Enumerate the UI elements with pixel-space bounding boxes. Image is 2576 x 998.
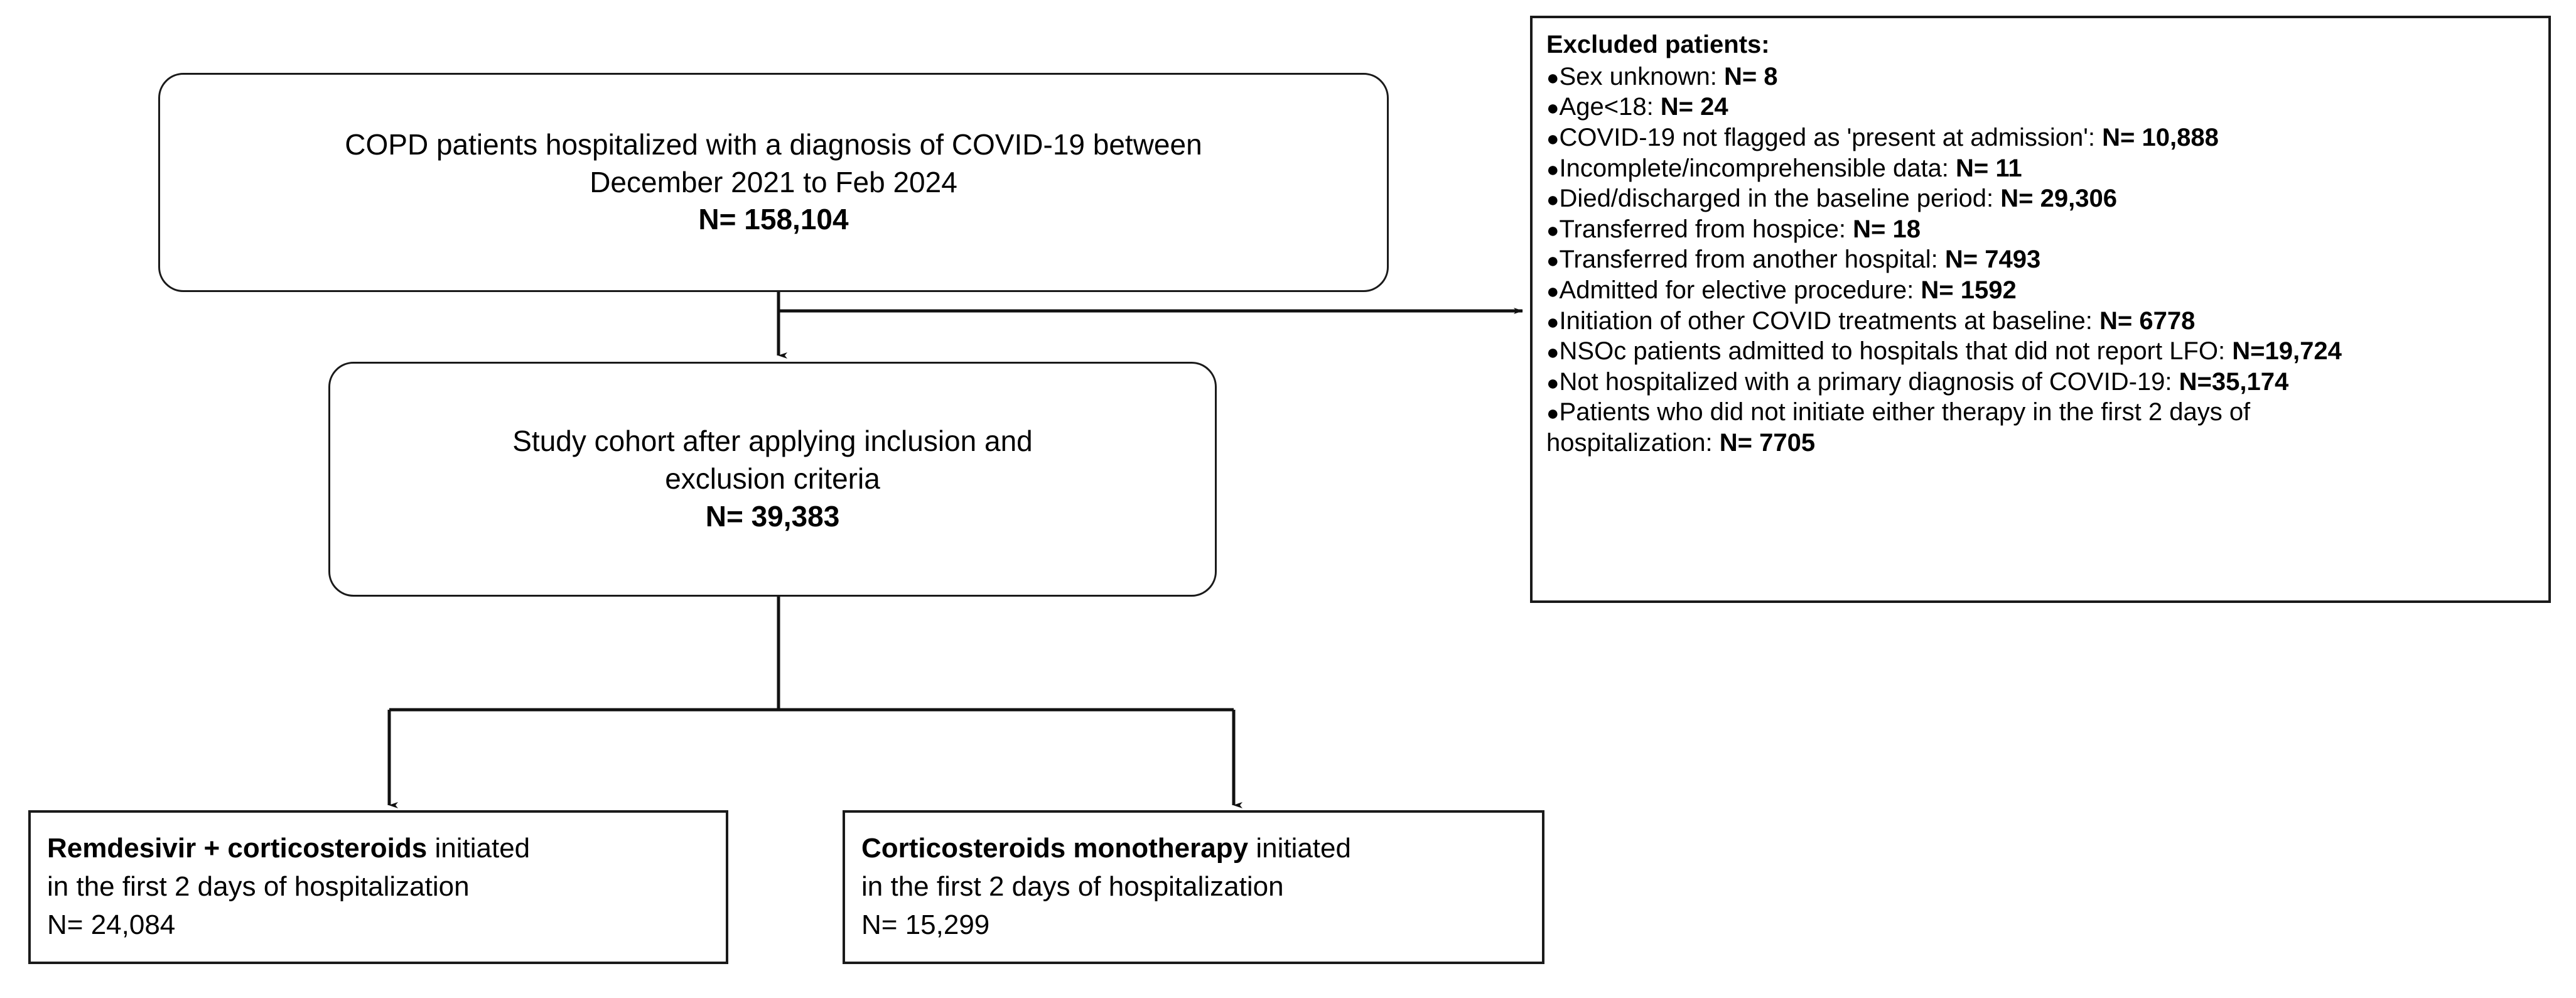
excluded-item: ●NSOc patients admitted to hospitals tha… bbox=[1546, 336, 2535, 367]
bullet-icon: ● bbox=[1546, 65, 1560, 90]
excluded-item-label: Patients who did not initiate either the… bbox=[1559, 398, 2251, 426]
excluded-item: ●Died/discharged in the baseline period:… bbox=[1546, 183, 2535, 214]
arm-mono-line-1-rest: initiated bbox=[1248, 833, 1351, 864]
arm-combo-treatment-name: Remdesivir + corticosteroids bbox=[47, 833, 428, 864]
excluded-item: ●Sex unknown: N= 8 bbox=[1546, 62, 2535, 92]
excluded-item-count: N=19,724 bbox=[2232, 337, 2342, 366]
excluded-item-label: hospitalization: bbox=[1546, 428, 1720, 457]
excluded-item-list: ●Sex unknown: N= 8●Age<18: N= 24●COVID-1… bbox=[1546, 62, 2535, 458]
excluded-item-label: Incomplete/incomprehensible data: bbox=[1559, 154, 1956, 182]
excluded-item-count: N= 7705 bbox=[1719, 428, 1816, 457]
node-excluded-patients: Excluded patients: ●Sex unknown: N= 8●Ag… bbox=[1530, 16, 2551, 603]
source-cohort-line-2: December 2021 to Feb 2024 bbox=[590, 165, 957, 198]
excluded-item-label: Transferred from hospice: bbox=[1559, 215, 1853, 243]
excluded-item-count: N= 29,306 bbox=[2000, 185, 2117, 213]
arm-combo-count: N= 24,084 bbox=[47, 909, 176, 940]
excluded-item-count: N= 8 bbox=[1723, 62, 1778, 90]
excluded-item-label: Sex unknown: bbox=[1559, 62, 1724, 90]
node-source-cohort: COPD patients hospitalized with a diagno… bbox=[158, 73, 1389, 292]
excluded-item: hospitalization: N= 7705 bbox=[1546, 428, 2535, 458]
source-cohort-line-1: COPD patients hospitalized with a diagno… bbox=[345, 127, 1202, 161]
node-arm-remdesivir-corticosteroids: Remdesivir + corticosteroids initiated i… bbox=[28, 810, 728, 964]
excluded-item: ●Initiation of other COVID treatments at… bbox=[1546, 306, 2535, 337]
excluded-item: ●Patients who did not initiate either th… bbox=[1546, 397, 2535, 428]
study-cohort-count: N= 39,383 bbox=[705, 499, 840, 533]
bullet-icon: ● bbox=[1546, 371, 1560, 395]
excluded-item: ●Admitted for elective procedure: N= 159… bbox=[1546, 275, 2535, 306]
study-cohort-line-2: exclusion criteria bbox=[665, 462, 880, 496]
arm-mono-count: N= 15,299 bbox=[861, 909, 990, 940]
arm-mono-treatment-name: Corticosteroids monotherapy bbox=[861, 833, 1249, 864]
excluded-item-count: N=35,174 bbox=[2179, 367, 2289, 396]
excluded-item-count: N= 18 bbox=[1853, 215, 1921, 243]
bullet-icon: ● bbox=[1546, 279, 1560, 303]
study-cohort-line-1: Study cohort after applying inclusion an… bbox=[512, 425, 1033, 458]
excluded-item-count: N= 24 bbox=[1660, 93, 1728, 121]
excluded-item-count: N= 7493 bbox=[1944, 246, 2041, 274]
excluded-item-label: Initiation of other COVID treatments at … bbox=[1559, 306, 2099, 335]
bullet-icon: ● bbox=[1546, 340, 1560, 365]
excluded-item-count: N= 1592 bbox=[1921, 276, 2017, 304]
bullet-icon: ● bbox=[1546, 188, 1560, 212]
excluded-item-label: Not hospitalized with a primary diagnosi… bbox=[1559, 367, 2179, 396]
excluded-item-label: Transferred from another hospital: bbox=[1559, 246, 1945, 274]
excluded-item: ●Incomplete/incomprehensible data: N= 11 bbox=[1546, 153, 2535, 184]
bullet-icon: ● bbox=[1546, 157, 1560, 182]
arm-combo-line-1-rest: initiated bbox=[427, 833, 531, 864]
bullet-icon: ● bbox=[1546, 249, 1560, 273]
arm-combo-line-1: Remdesivir + corticosteroids initiated bbox=[47, 830, 709, 868]
excluded-item: ●Transferred from another hospital: N= 7… bbox=[1546, 244, 2535, 275]
excluded-item-label: Age<18: bbox=[1559, 93, 1661, 121]
bullet-icon: ● bbox=[1546, 310, 1560, 334]
excluded-item-label: NSOc patients admitted to hospitals that… bbox=[1559, 337, 2233, 366]
node-study-cohort: Study cohort after applying inclusion an… bbox=[328, 362, 1217, 597]
excluded-item-label: COVID-19 not flagged as 'present at admi… bbox=[1559, 123, 2103, 151]
arm-mono-line-2: in the first 2 days of hospitalization bbox=[861, 871, 1284, 903]
excluded-item-count: N= 11 bbox=[1956, 154, 2022, 182]
excluded-item: ●Not hospitalized with a primary diagnos… bbox=[1546, 367, 2535, 398]
excluded-item-label: Died/discharged in the baseline period: bbox=[1559, 185, 2001, 213]
excluded-item: ●Age<18: N= 24 bbox=[1546, 92, 2535, 122]
excluded-item: ●Transferred from hospice: N= 18 bbox=[1546, 214, 2535, 245]
node-arm-corticosteroids-monotherapy: Corticosteroids monotherapy initiated in… bbox=[843, 810, 1544, 964]
excluded-item-label: Admitted for elective procedure: bbox=[1559, 276, 1921, 304]
excluded-title: Excluded patients: bbox=[1546, 31, 1770, 58]
bullet-icon: ● bbox=[1546, 126, 1560, 151]
arm-combo-line-2: in the first 2 days of hospitalization bbox=[47, 871, 470, 903]
excluded-item: ●COVID-19 not flagged as 'present at adm… bbox=[1546, 122, 2535, 153]
excluded-item-count: N= 6778 bbox=[2099, 306, 2196, 335]
bullet-icon: ● bbox=[1546, 401, 1560, 426]
source-cohort-count: N= 158,104 bbox=[698, 203, 849, 236]
arm-mono-line-1: Corticosteroids monotherapy initiated bbox=[861, 830, 1526, 868]
bullet-icon: ● bbox=[1546, 96, 1560, 121]
bullet-icon: ● bbox=[1546, 218, 1560, 242]
excluded-item-count: N= 10,888 bbox=[2102, 123, 2219, 151]
